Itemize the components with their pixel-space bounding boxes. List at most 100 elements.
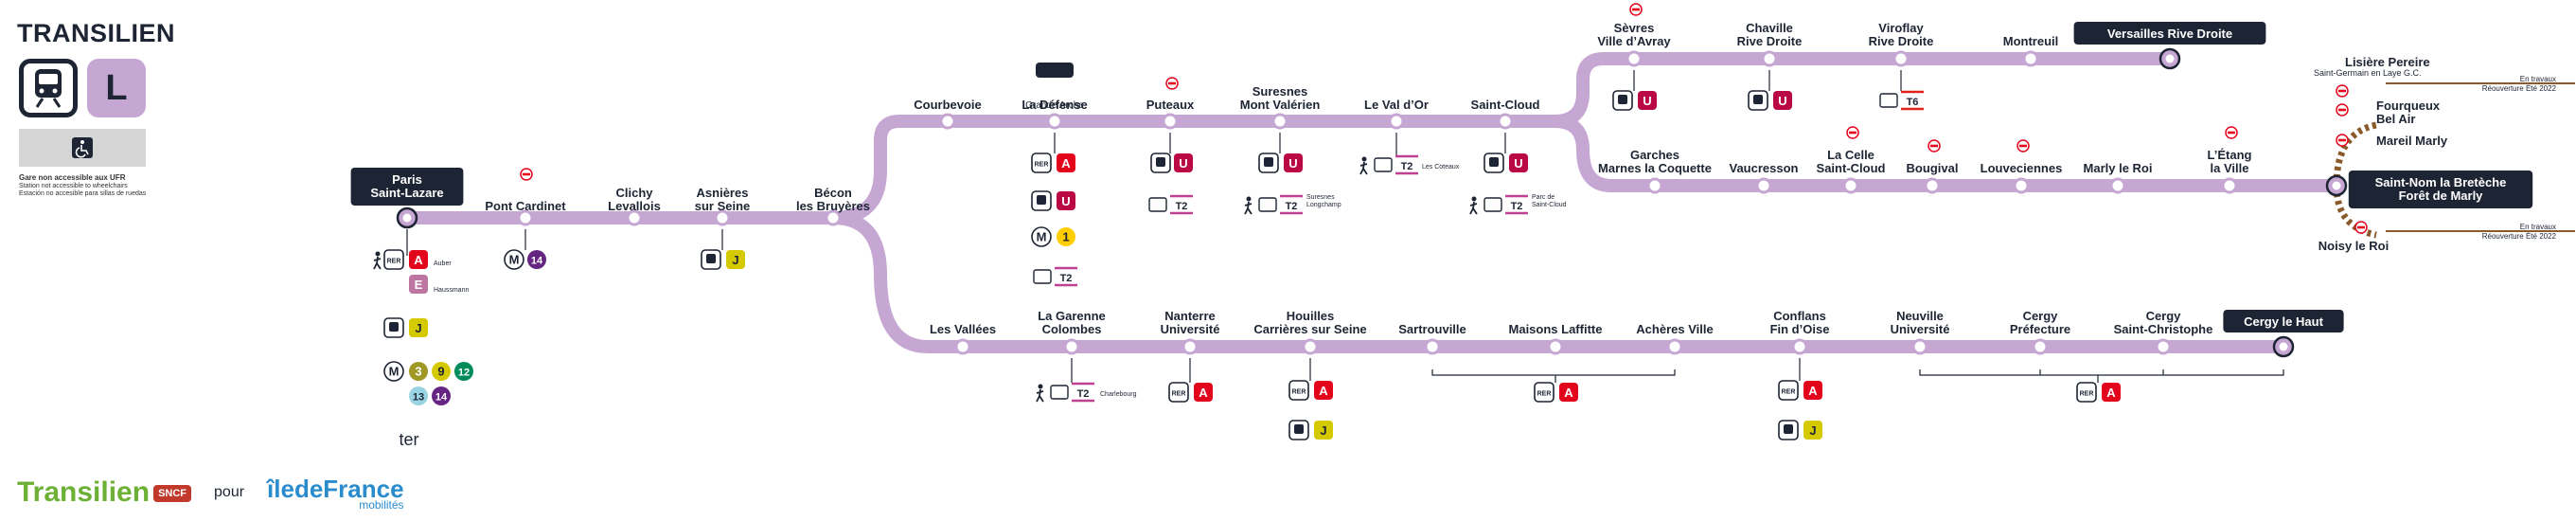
transilien-logo-text: Transilien (17, 476, 151, 508)
stop-bougival (1924, 177, 1941, 194)
line-j-conflans (1803, 421, 1822, 440)
tram-t2-suresnes (1258, 197, 1277, 212)
metro-12-text: 12 (458, 368, 470, 379)
rer-a-ld-text: A (1061, 156, 1071, 171)
idf-logo-sub: mobilités (359, 497, 404, 512)
stop-saint-cloud (1497, 113, 1514, 130)
label-reouverture-1: Réouverture Été 2022 (2482, 84, 2557, 93)
metro-12 (454, 362, 473, 381)
train-mode-icon (19, 59, 78, 117)
rer-badge-nanterre-text: RER (1172, 391, 1186, 398)
label-travaux-1: En travaux (2520, 75, 2556, 83)
label-marly-le-roi: Marly le Roi (2084, 161, 2153, 175)
label-les-coteaux: Les Coteaux (1422, 164, 1460, 171)
stop-nanterre-u (1181, 338, 1199, 355)
line-u-suresnes (1284, 153, 1303, 172)
line-paths (400, 52, 2377, 353)
stop-vaucresson (1755, 177, 1772, 194)
rer-badge-maisons-text: RER (1537, 391, 1552, 398)
stop-maisons-laffitte (1547, 338, 1564, 355)
tram-t2-puteaux (1148, 197, 1167, 212)
rer-a-cergy (2102, 383, 2121, 402)
rer-badge-cergy (2076, 382, 2097, 403)
rer-a-houilles-text: A (1319, 384, 1328, 398)
line-u-saint-cloud (1509, 153, 1528, 172)
metro-14-stl (432, 386, 451, 405)
ter-logo: ter (399, 430, 418, 449)
bracket-sartrouville-acheres (1431, 369, 1676, 383)
stop-sevres (1626, 50, 1643, 67)
bracket-cergy (1919, 369, 2284, 383)
wheelchair-legend-icon (19, 129, 146, 167)
rer-a-stl-text: A (414, 253, 423, 267)
stop-houilles (1302, 338, 1319, 355)
label-louveciennes: Louveciennes (1981, 161, 2063, 175)
rer-a-nanterre (1194, 383, 1213, 402)
stop-sartrouville (1424, 338, 1441, 355)
rer-badge-conflans (1778, 380, 1799, 401)
line-u-sevres (1638, 91, 1657, 110)
rer-badge-stl-text: RER (387, 259, 401, 265)
stop-viroflay (1892, 50, 1910, 67)
line-u-puteaux-text: U (1179, 156, 1187, 171)
label-reouverture-2: Réouverture Été 2022 (2482, 232, 2557, 241)
rer-e-stl (409, 275, 428, 294)
rer-a-stl (409, 250, 428, 269)
tram-t2-ld (1033, 269, 1052, 284)
stop-cergy-pref (2032, 338, 2049, 355)
station-box-paris-saint-lazare (350, 168, 464, 206)
rer-a-nanterre-text: A (1199, 386, 1208, 400)
business-district-icon (1036, 63, 1074, 78)
stop-garenne (1063, 338, 1080, 355)
label-les-vallees: Les Vallées (930, 322, 996, 336)
label-puteaux: Puteaux (1146, 98, 1195, 112)
stop-cergy-stc (2155, 338, 2172, 355)
walk-suresnes (1246, 196, 1252, 202)
brand-title: TRANSILIEN (17, 19, 175, 47)
line-j-conflans-text: J (1809, 423, 1816, 438)
rer-badge-houilles-text: RER (1292, 389, 1306, 396)
stop-clichy-levallois (626, 209, 643, 226)
stop-louveciennes (2013, 177, 2030, 194)
stop-garches (1646, 177, 1663, 194)
ufr-legend-line2: Estación no accesible para sillas de rue… (19, 190, 147, 197)
label-maisons-laffitte: Maisons Laffitte (1509, 322, 1603, 336)
station-box-versailles-rd (2073, 22, 2266, 45)
walk-garenne (1038, 384, 1043, 389)
stop-puteaux (1162, 113, 1179, 130)
label-la-defense-sub: Grande Arche (1025, 100, 1084, 111)
stop-les-vallees (954, 338, 971, 355)
label-charlebourg: Charlebourg (1100, 391, 1137, 398)
stop-courbevoie (939, 113, 956, 130)
rer-badge-maisons (1534, 382, 1554, 403)
rer-a-houilles (1314, 381, 1333, 400)
label-val-dor: Le Val d’Or (1364, 98, 1429, 112)
metro-3 (409, 362, 428, 381)
walk-val-dor (1361, 156, 1367, 162)
ufr-legend-title: Gare non accessible aux UFR (19, 173, 126, 182)
cergy-branch (832, 211, 2283, 353)
stop-becon (825, 209, 842, 226)
stop-asnieres (714, 209, 731, 226)
line-u-sevres-text: U (1643, 94, 1651, 108)
label-haussmann: Haussmann (434, 287, 469, 294)
line-l-badge: L (87, 59, 146, 117)
line-u-suresnes-text: U (1288, 156, 1297, 171)
metro-9 (432, 362, 451, 381)
stop-letang (2221, 177, 2238, 194)
line-u-chaville-text: U (1778, 94, 1786, 108)
label-pont-cardinet: Pont Cardinet (485, 199, 566, 213)
